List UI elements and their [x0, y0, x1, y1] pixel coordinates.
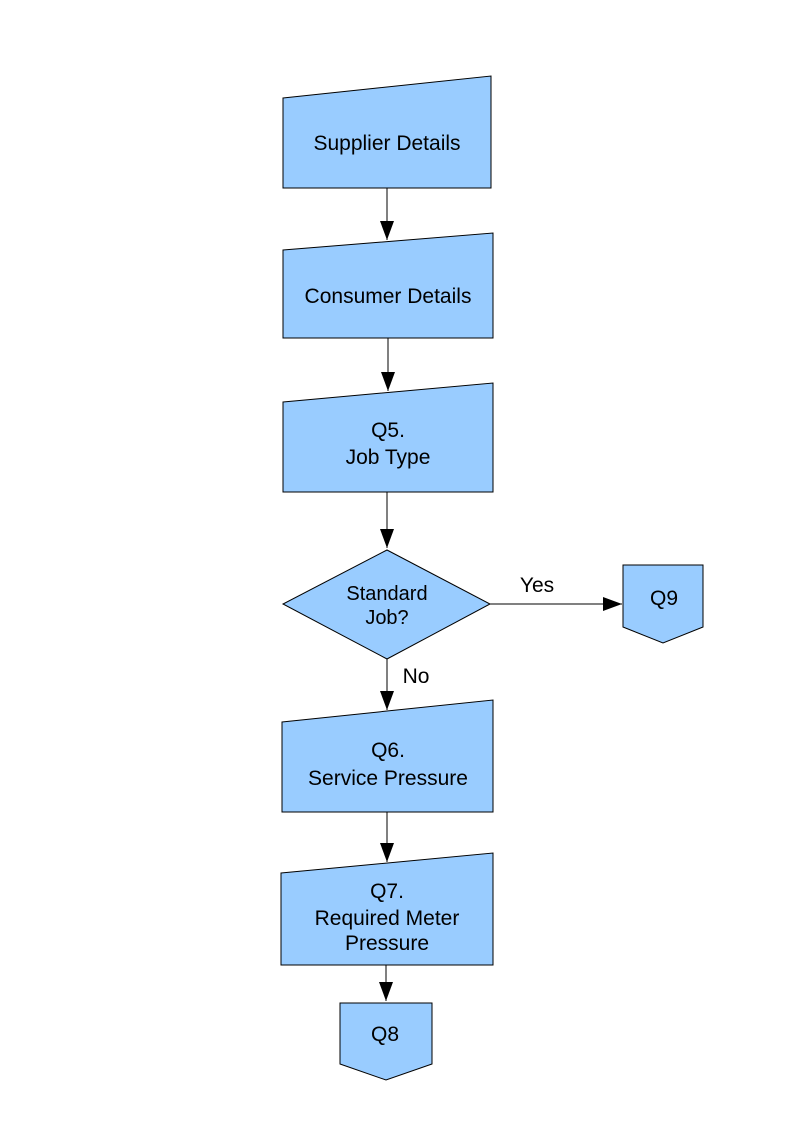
node-label: Q5. — [371, 419, 405, 442]
edge-label-no: No — [403, 665, 430, 688]
node-supplier-details: Supplier Details — [282, 75, 492, 189]
node-label: Service Pressure — [308, 767, 468, 790]
node-q8-connector: Q8 — [339, 1002, 433, 1081]
node-label: Standard — [346, 583, 427, 605]
manual-input-shape — [280, 852, 494, 966]
node-q9-connector: Q9 — [622, 564, 704, 644]
manual-input-shape — [281, 699, 494, 813]
off-page-connector-shape — [622, 564, 704, 644]
manual-input-shape — [282, 382, 494, 493]
manual-input-shape — [282, 75, 492, 189]
node-q6-service-pressure: Q6. Service Pressure — [281, 699, 494, 813]
node-label: Q7. — [370, 880, 404, 903]
node-label: Job Type — [346, 446, 431, 469]
node-decision-standard-job: Standard Job? — [281, 549, 492, 660]
node-label: Supplier Details — [313, 132, 460, 155]
node-label: Q6. — [371, 739, 405, 762]
edge-label-yes: Yes — [520, 574, 554, 597]
node-consumer-details: Consumer Details — [282, 232, 494, 339]
node-label: Pressure — [345, 932, 429, 955]
node-q7-required-meter-pressure: Q7. Required Meter Pressure — [280, 852, 494, 966]
node-q5-job-type: Q5. Job Type — [282, 382, 494, 493]
manual-input-shape — [282, 232, 494, 339]
node-label: Q9 — [650, 587, 678, 610]
node-label: Required Meter — [315, 907, 460, 930]
node-label: Job? — [365, 607, 408, 629]
node-label: Q8 — [371, 1023, 399, 1046]
node-label: Consumer Details — [305, 285, 472, 308]
off-page-connector-shape — [339, 1002, 433, 1081]
